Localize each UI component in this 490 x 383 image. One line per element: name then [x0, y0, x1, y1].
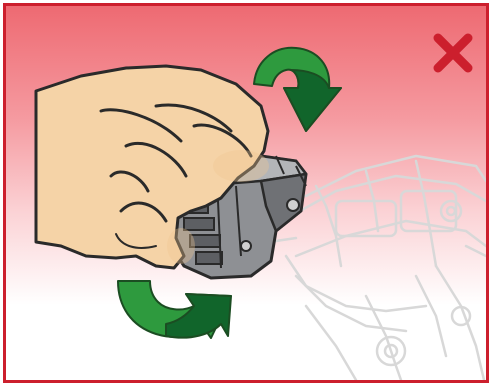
rotate-arrow-icon: [118, 281, 231, 338]
illustration-frame: [3, 3, 489, 383]
red-x-icon: [438, 38, 468, 68]
rotate-arrow-icon: [254, 48, 341, 131]
